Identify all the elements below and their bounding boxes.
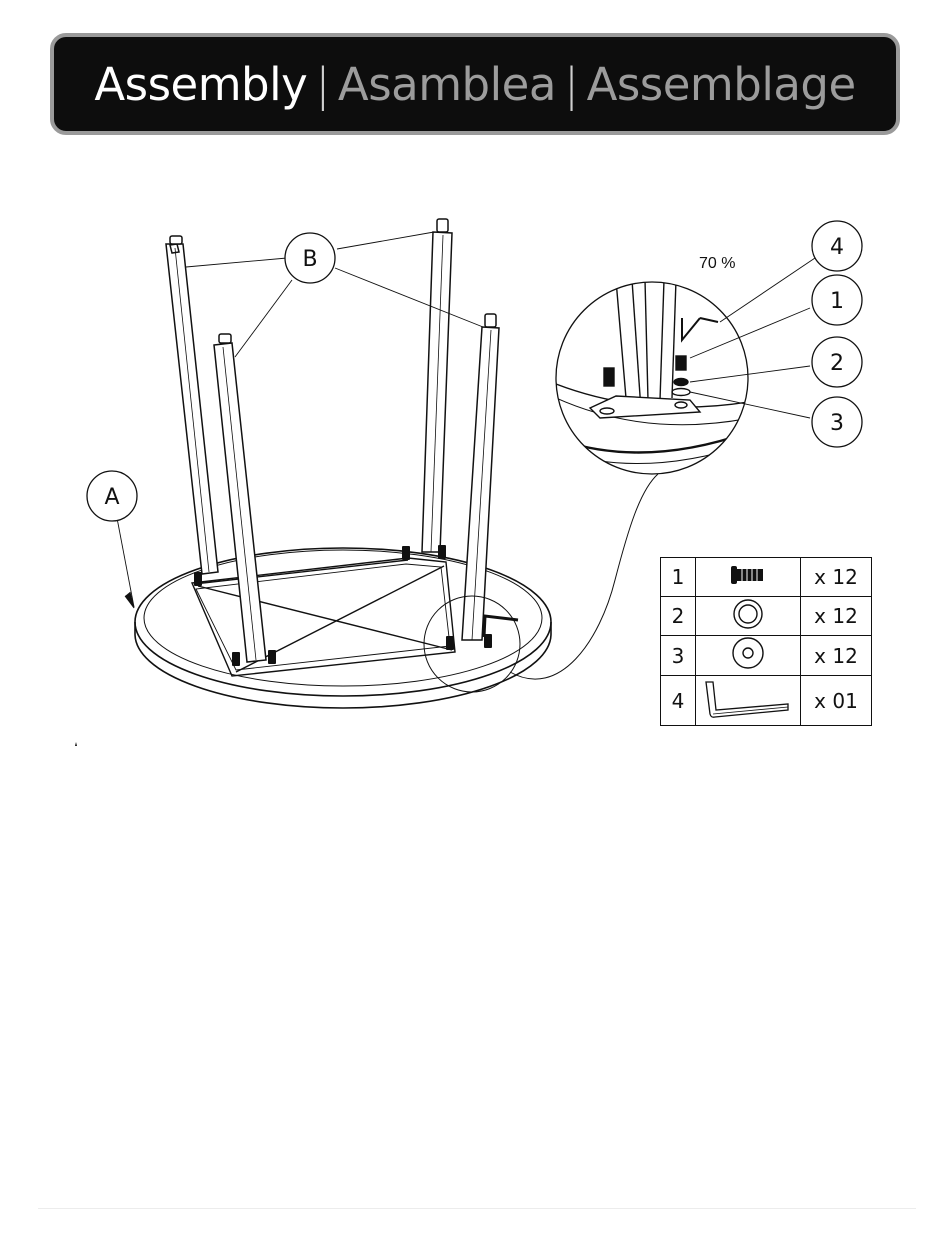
table-row: 4 x 01 [661, 676, 872, 726]
hardware-quantity: x 12 [801, 558, 872, 597]
hardware-quantity: x 12 [801, 636, 872, 676]
callout-1: 1 [812, 275, 862, 325]
table-row: 2 x 12 [661, 597, 872, 636]
callout-3: 3 [812, 397, 862, 447]
stray-mark [75, 742, 77, 746]
detail-connector [510, 474, 658, 679]
lock-washer-icon [732, 598, 764, 630]
hardware-number: 1 [661, 558, 696, 597]
hardware-quantity: x 12 [801, 597, 872, 636]
frame-braces [192, 558, 455, 676]
callout-a: A [87, 471, 137, 521]
leg-4 [462, 327, 499, 640]
hardware-table: 1 x 12 2 x 12 3 x 12 4 [660, 557, 872, 726]
flat-washer-icon [731, 636, 765, 670]
detail-scale-label: 70 % [699, 255, 735, 272]
hardware-quantity: x 01 [801, 676, 872, 726]
hardware-number: 4 [661, 676, 696, 726]
leg-2 [214, 343, 266, 662]
svg-text:1: 1 [830, 289, 844, 314]
svg-text:2: 2 [830, 351, 844, 376]
callout-b: B [285, 233, 335, 283]
bolt-icon [728, 563, 768, 587]
callout-4: 4 [812, 221, 862, 271]
svg-text:3: 3 [830, 411, 844, 436]
callout-2: 2 [812, 337, 862, 387]
svg-text:A: A [104, 485, 119, 510]
svg-text:B: B [302, 247, 317, 272]
svg-text:4: 4 [830, 235, 844, 260]
table-row: 1 x 12 [661, 558, 872, 597]
footer-divider [38, 1208, 916, 1209]
table-row: 3 x 12 [661, 636, 872, 676]
hardware-number: 3 [661, 636, 696, 676]
allen-key-icon [702, 676, 794, 720]
hardware-number: 2 [661, 597, 696, 636]
